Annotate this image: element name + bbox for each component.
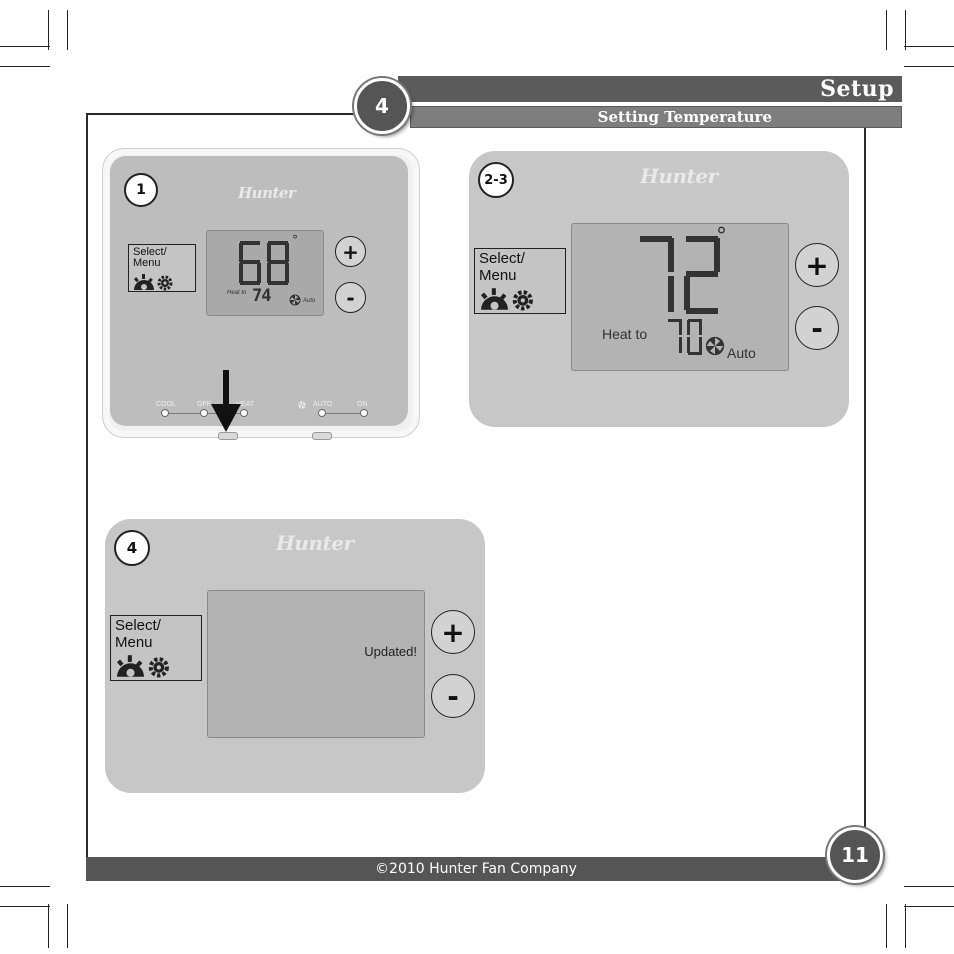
- switch-cool[interactable]: [161, 409, 169, 417]
- degree-symbol: °: [716, 224, 727, 249]
- plus-button[interactable]: +: [795, 243, 839, 287]
- frame-right-line: [864, 128, 866, 828]
- fan-slider-tab[interactable]: [312, 432, 332, 440]
- brand-logo: Hunter: [276, 531, 354, 555]
- arrow-down-icon: [211, 370, 241, 432]
- switch-fan-on[interactable]: [360, 409, 368, 417]
- brand-logo: Hunter: [640, 164, 718, 188]
- degree-symbol: °: [292, 233, 298, 247]
- heat-to-label: Heat to: [227, 290, 247, 296]
- gear-icon: [116, 655, 169, 678]
- select-label: Select/: [133, 246, 167, 258]
- switch-fan-auto[interactable]: [318, 409, 326, 417]
- switch-label-cool: COOL: [156, 401, 176, 408]
- switch-label-on: ON: [357, 401, 368, 408]
- section-number-badge: 4: [354, 78, 410, 134]
- menu-label: Menu: [115, 634, 153, 651]
- page-number-badge: 11: [827, 827, 883, 883]
- menu-label: Menu: [133, 257, 161, 269]
- select-menu-button[interactable]: Select/ Menu: [128, 244, 196, 292]
- fan-icon: [289, 294, 301, 306]
- switch-heat[interactable]: [240, 409, 248, 417]
- fan-icon: [705, 336, 725, 356]
- menu-label: Menu: [479, 267, 517, 284]
- minus-button[interactable]: -: [431, 674, 475, 718]
- switch-label-heat: HEAT: [236, 401, 255, 408]
- gear-icon: [133, 274, 173, 291]
- plus-button[interactable]: +: [431, 610, 475, 654]
- select-menu-button[interactable]: Select/ Menu: [474, 248, 566, 314]
- step-label-2-3: 2-3: [478, 162, 514, 198]
- minus-button[interactable]: -: [335, 282, 366, 313]
- header-bar: [398, 76, 902, 102]
- step-label-1: 1: [124, 173, 158, 207]
- subheader-bar: [410, 106, 902, 128]
- switch-label-off: OFF: [197, 401, 211, 408]
- switch-off[interactable]: [200, 409, 208, 417]
- plus-button[interactable]: +: [335, 236, 366, 267]
- minus-button[interactable]: -: [795, 306, 839, 350]
- copyright-text: ©2010 Hunter Fan Company: [375, 861, 577, 877]
- section-subtitle: Setting Temperature: [597, 108, 772, 126]
- fan-mode-label: Auto: [727, 345, 756, 361]
- fan-switch-track: [322, 413, 364, 414]
- lcd-display-4: Updated!: [207, 590, 425, 738]
- lcd-display-1: ° Heat to 74 Auto: [206, 230, 324, 316]
- small-fan-icon: [298, 401, 306, 409]
- heat-to-label: Heat to: [602, 326, 648, 342]
- step-label-4: 4: [114, 530, 150, 566]
- brand-logo: Hunter: [238, 184, 296, 202]
- switch-label-auto: AUTO: [313, 401, 333, 408]
- frame-top-line: [86, 113, 358, 115]
- main-temp-digits: [239, 241, 289, 285]
- mode-slider-tab[interactable]: [218, 432, 238, 440]
- main-temp-digits: [640, 236, 720, 314]
- footer-bar: ©2010 Hunter Fan Company: [86, 857, 866, 881]
- select-label: Select/: [115, 617, 161, 634]
- updated-message: Updated!: [364, 644, 417, 659]
- frame-left-line: [86, 113, 88, 881]
- heat-to-temp: 74: [252, 286, 272, 306]
- select-label: Select/: [479, 250, 525, 267]
- select-menu-button[interactable]: Select/ Menu: [110, 615, 202, 681]
- lcd-display-2: ° Heat to 70 Auto: [571, 223, 789, 371]
- gear-icon: [480, 288, 533, 311]
- section-title: Setup: [820, 76, 894, 102]
- heat-to-temp-digits: [668, 319, 702, 355]
- fan-mode-label: Auto: [303, 298, 316, 304]
